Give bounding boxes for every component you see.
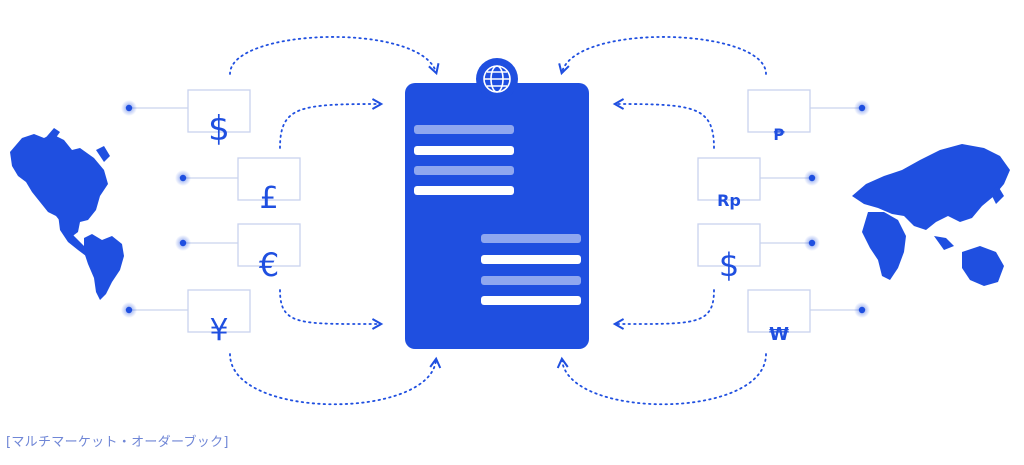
currency-symbol: € — [259, 246, 279, 284]
currency-dollar-left: $ — [121, 89, 251, 149]
currency-symbol: Rp — [717, 191, 741, 210]
currency-dollar-right: $ — [697, 223, 820, 284]
market-dot — [808, 174, 816, 182]
market-dot — [858, 104, 866, 112]
currency-box — [747, 289, 811, 333]
globe-icon — [483, 65, 511, 93]
currency-symbol: £ — [259, 181, 278, 216]
currency-euro-left: € — [175, 223, 301, 284]
currency-peso-right: ₱ — [747, 89, 870, 144]
diagram-caption: [マルチマーケット・オーダーブック] — [6, 435, 229, 450]
currency-box — [237, 157, 301, 201]
currency-box — [697, 157, 761, 201]
market-dot — [179, 174, 187, 182]
currency-won-right: ₩ — [747, 289, 870, 345]
currency-symbol: ₱ — [773, 125, 785, 144]
bid-lines — [414, 125, 514, 195]
flow-arrows — [229, 36, 767, 406]
currency-symbol: $ — [208, 109, 230, 149]
americas-map — [10, 128, 124, 300]
currency-box — [697, 223, 761, 267]
market-dot — [808, 239, 816, 247]
right-currencies: ₱ Rp $ ₩ — [697, 89, 870, 345]
currency-symbol: $ — [719, 246, 739, 284]
currency-symbol: ¥ — [209, 313, 228, 348]
currency-box — [187, 289, 251, 333]
currency-box — [747, 89, 811, 133]
market-dot — [858, 306, 866, 314]
currency-box — [237, 223, 301, 267]
currency-rupiah-right: Rp — [697, 157, 820, 210]
currency-box — [187, 89, 251, 133]
market-dot — [125, 104, 133, 112]
ask-lines — [481, 234, 581, 305]
asia-oceania-map — [852, 144, 1010, 286]
currency-yen-left: ¥ — [121, 289, 251, 348]
left-currencies: $ £ € ¥ — [121, 89, 301, 348]
currency-pound-left: £ — [175, 157, 301, 216]
order-book-document — [405, 58, 589, 349]
market-dot — [125, 306, 133, 314]
market-dot — [179, 239, 187, 247]
currency-symbol: ₩ — [769, 324, 789, 345]
